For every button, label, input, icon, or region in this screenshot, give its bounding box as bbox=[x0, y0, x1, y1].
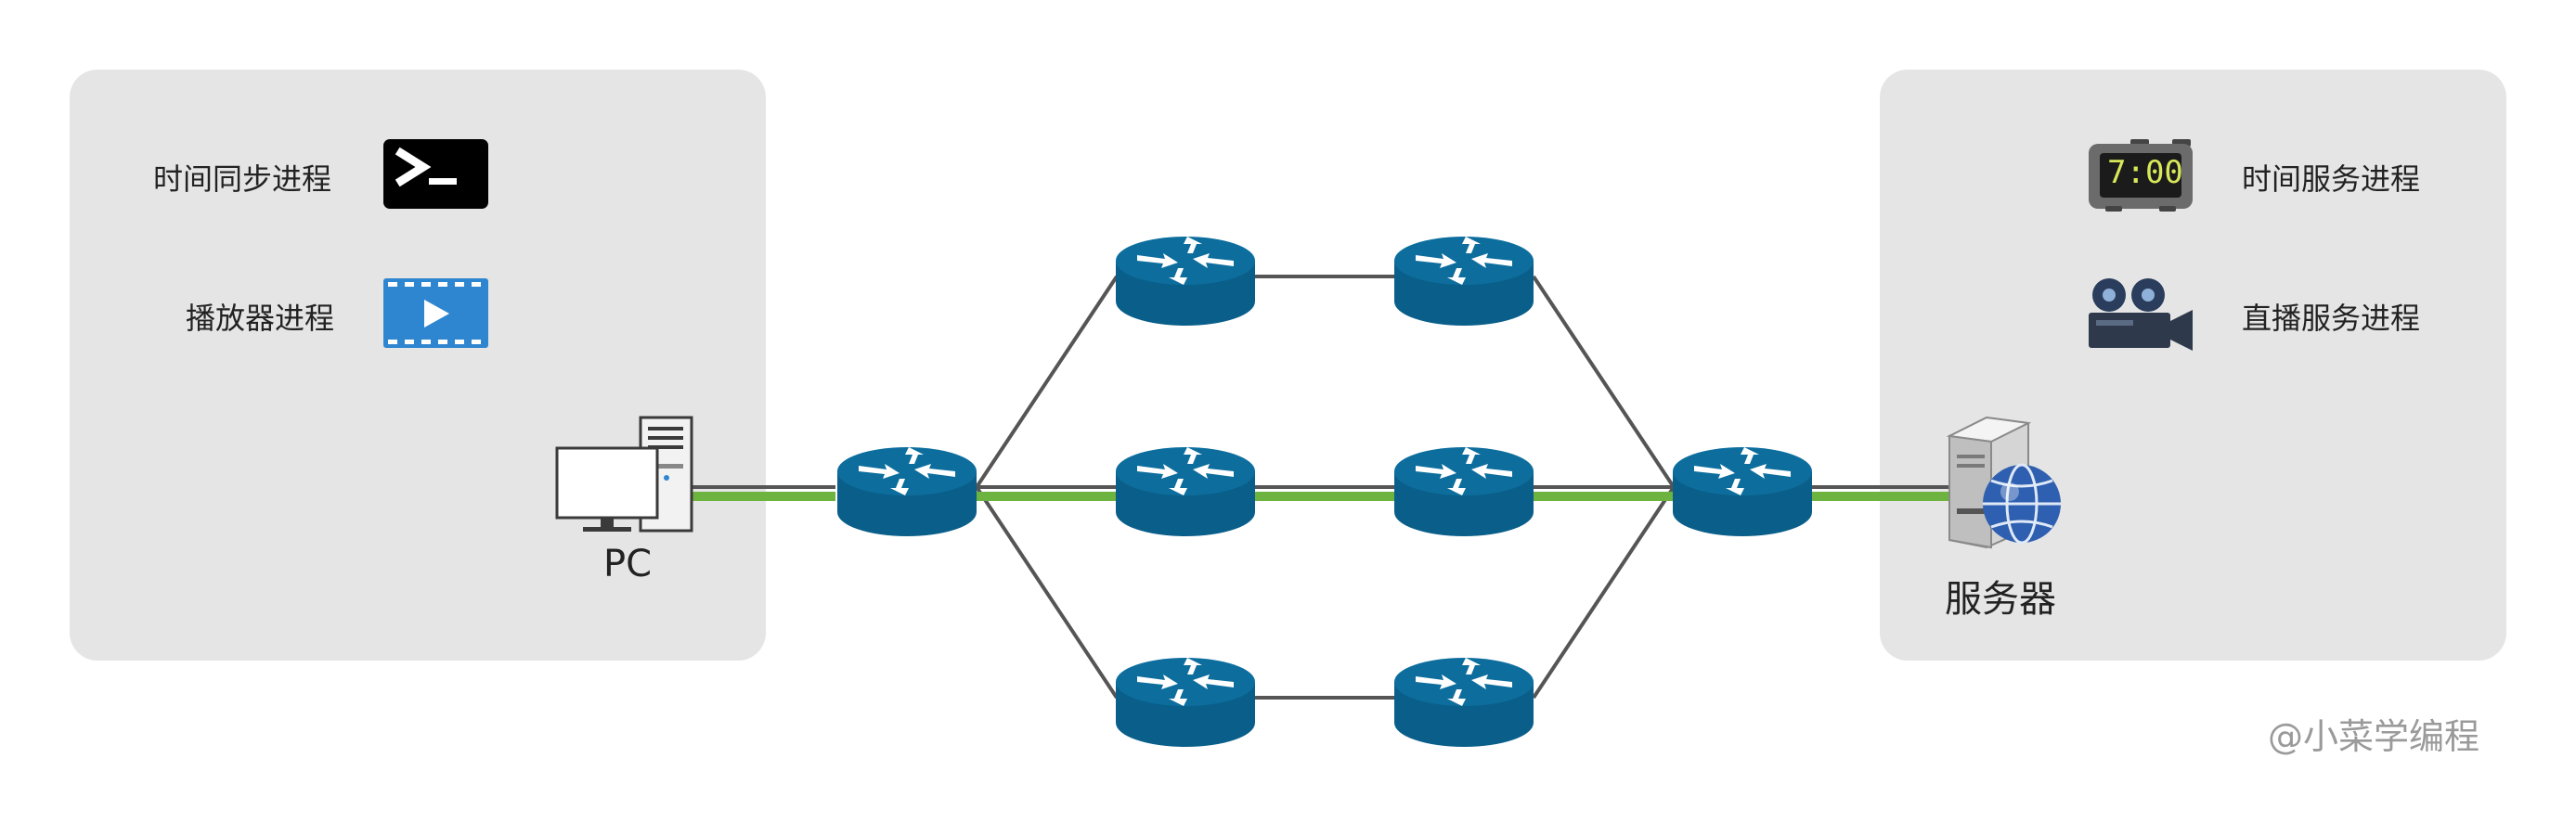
router-icon bbox=[1394, 658, 1534, 747]
time-sync-process-label: 时间同步进程 bbox=[153, 161, 332, 197]
clock-display-text: 7:00 bbox=[2107, 154, 2183, 191]
digital-clock-icon bbox=[2089, 139, 2193, 212]
terminal-icon bbox=[383, 139, 488, 209]
router-icon bbox=[1394, 237, 1534, 326]
router-icon bbox=[1116, 658, 1255, 747]
router-icon bbox=[1673, 447, 1812, 536]
movie-camera-icon bbox=[2089, 278, 2193, 351]
router-icon bbox=[837, 447, 977, 536]
pc-label: PC bbox=[603, 543, 653, 585]
pc-icon bbox=[555, 416, 693, 533]
server-globe-icon bbox=[1946, 416, 2061, 549]
router-icon bbox=[1116, 237, 1255, 326]
live-service-process-label: 直播服务进程 bbox=[2242, 301, 2421, 336]
router-icon bbox=[1116, 447, 1255, 536]
video-player-icon bbox=[383, 278, 488, 348]
server-label: 服务器 bbox=[1945, 578, 2056, 621]
watermark: @小菜学编程 bbox=[2268, 716, 2480, 757]
time-service-process-label: 时间服务进程 bbox=[2242, 161, 2421, 197]
player-process-label: 播放器进程 bbox=[186, 301, 335, 336]
router-icon bbox=[1394, 447, 1534, 536]
